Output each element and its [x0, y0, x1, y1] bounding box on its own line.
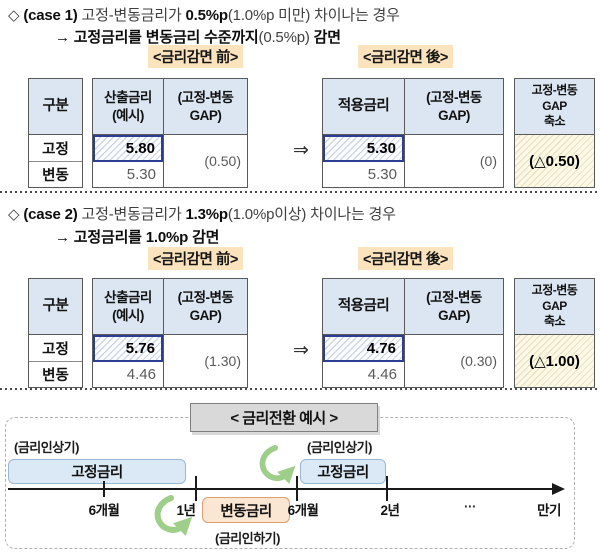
- case1-label-before: <금리감면 前>: [148, 45, 243, 68]
- case2-category-table: 구분 고정 변동: [28, 278, 83, 388]
- variable-rate-cell: 5.30: [367, 166, 397, 183]
- tick-label-6months-2: 6개월: [287, 503, 319, 518]
- tick-label-1year: 1년: [176, 503, 196, 518]
- gap-value: (0.30): [460, 353, 497, 369]
- case2-tag: (case 2): [23, 206, 78, 223]
- gap-value-cell: (0.30): [404, 335, 503, 387]
- timeline-title: < 금리전환 예시 >: [190, 403, 378, 432]
- case1-after-table: 적용금리 (고정-변동 GAP) 5.30 5.30 (0): [322, 78, 504, 188]
- applied-rate-header: 적용금리: [323, 279, 404, 334]
- diamond-icon: ◇: [8, 7, 24, 24]
- row-label-fixed: 고정: [29, 335, 82, 362]
- case2-subtitle-end: 감면: [188, 229, 220, 246]
- case1-label-after: <금리감면 後>: [358, 45, 453, 68]
- tick-label-2years: 2년: [380, 503, 400, 518]
- case1-title: ◇ (case 1) 고정-변동금리가 0.5%p(1.0%p 미만) 차이나는…: [8, 4, 400, 25]
- right-arrow-icon: →: [55, 29, 74, 46]
- tick-6months-2: [296, 476, 298, 501]
- tick-label-6months-1: 6개월: [88, 503, 120, 518]
- calc-rate-header: 산출금리 (예시): [93, 79, 163, 134]
- timeline-axis: [8, 488, 554, 491]
- gap-header: (고정-변동 GAP): [404, 79, 503, 134]
- case2-title-emph: 1.3%p: [185, 206, 229, 223]
- case2-before-table: 산출금리 (예시) (고정-변동 GAP) 5.76 4.46 (1.30): [92, 278, 248, 388]
- curved-green-arrow-icon-2: [259, 444, 296, 484]
- gap-value: (0.50): [204, 153, 241, 169]
- case1-title-post: 차이나는 경우: [310, 7, 400, 24]
- axis-arrowhead-icon: [552, 483, 565, 495]
- fixed-rate-hatched-cell: 5.30: [323, 135, 404, 162]
- case2-title: ◇ (case 2) 고정-변동금리가 1.3%p(1.0%p이상) 차이나는 …: [8, 203, 396, 224]
- case1-title-emph: 0.5%p: [185, 7, 229, 24]
- case2-subtitle-main: 고정금리를 1.0%p: [73, 229, 189, 246]
- variable-rate-cell: 4.46: [367, 366, 397, 383]
- gap-value: (1.30): [204, 353, 241, 369]
- double-arrow-icon: ⇒: [293, 340, 309, 361]
- case1-tag: (case 1): [23, 7, 78, 24]
- dotted-separator: [0, 388, 600, 390]
- tick-6months-1: [103, 481, 105, 497]
- gap-header: (고정-변동 GAP): [163, 279, 247, 334]
- case1-gap-shrink-box: 고정-변동 GAP 축소 (△0.50): [514, 78, 595, 188]
- gap-value-cell: (0): [404, 135, 503, 187]
- case2-subtitle: → 고정금리를 1.0%p 감면: [55, 226, 219, 247]
- gap-shrink-header: 고정-변동 GAP 축소: [515, 79, 594, 135]
- case1-title-paren: (1.0%p 미만): [227, 7, 311, 24]
- case1-subtitle: → 고정금리를 변동금리 수준까지(0.5%p) 감면: [55, 26, 341, 47]
- gap-value: (0): [479, 153, 497, 169]
- diamond-icon: ◇: [8, 206, 24, 223]
- gap-shrink-value: (△0.50): [515, 135, 594, 187]
- gap-header: (고정-변동 GAP): [163, 79, 247, 134]
- case2-title-paren: (1.0%p이상): [227, 206, 307, 223]
- right-arrow-icon: →: [55, 229, 74, 246]
- category-header-cell: 구분: [29, 79, 82, 135]
- fixed-rate-hatched-cell: 4.76: [323, 335, 404, 362]
- variable-rate-box: 변동금리: [202, 497, 290, 523]
- rate-rise-label-left: (금리인상기): [14, 440, 79, 455]
- gap-value-cell: (0.50): [163, 135, 247, 187]
- double-arrow-icon: ⇒: [293, 140, 309, 161]
- fixed-rate-hatched-cell: 5.76: [93, 335, 163, 362]
- case2-label-before: <금리감면 前>: [148, 247, 243, 270]
- ellipsis-label: ···: [464, 499, 477, 514]
- case2-title-post: 차이나는 경우: [306, 206, 396, 223]
- case2-label-after: <금리감면 後>: [358, 247, 453, 270]
- tick-2years: [386, 476, 388, 501]
- case1-category-table: 구분 고정 변동: [28, 78, 83, 188]
- calc-rate-header: 산출금리 (예시): [93, 279, 163, 334]
- row-label-variable: 변동: [42, 368, 69, 384]
- case2-after-table: 적용금리 (고정-변동 GAP) 4.76 4.46 (0.30): [322, 278, 504, 388]
- gap-shrink-header: 고정-변동 GAP 축소: [515, 279, 594, 335]
- fixed-rate-box-1: 고정금리: [8, 459, 186, 484]
- curved-green-arrow-icon-1: [154, 495, 193, 536]
- case1-subtitle-paren: (0.5%p): [258, 29, 310, 46]
- fixed-rate-hatched-cell: 5.80: [93, 135, 163, 162]
- case1-before-table: 산출금리 (예시) (고정-변동 GAP) 5.80 5.30 (0.50): [92, 78, 248, 188]
- rate-rise-label-right: (금리인상기): [307, 440, 372, 455]
- case2-title-pre: 고정-변동금리가: [77, 206, 186, 223]
- case2-gap-shrink-box: 고정-변동 GAP 축소 (△1.00): [514, 278, 595, 388]
- fixed-rate-box-2: 고정금리: [300, 459, 386, 484]
- row-label-variable: 변동: [42, 168, 69, 184]
- dotted-separator: [0, 191, 600, 193]
- gap-value-cell: (1.30): [163, 335, 247, 387]
- case1-subtitle-main: 고정금리를 변동금리 수준까지: [73, 29, 259, 46]
- variable-rate-cell: 4.46: [126, 366, 156, 383]
- maturity-label: 만기: [537, 503, 561, 518]
- row-label-fixed: 고정: [29, 135, 82, 162]
- case1-subtitle-end: 감면: [309, 29, 341, 46]
- rate-cut-label: (금리인하기): [215, 531, 280, 546]
- gap-header: (고정-변동 GAP): [404, 279, 503, 334]
- applied-rate-header: 적용금리: [323, 79, 404, 134]
- tick-1year: [195, 476, 197, 501]
- case1-title-pre: 고정-변동금리가: [77, 7, 186, 24]
- category-header-cell: 구분: [29, 279, 82, 335]
- gap-shrink-value: (△1.00): [515, 335, 594, 387]
- variable-rate-cell: 5.30: [126, 166, 156, 183]
